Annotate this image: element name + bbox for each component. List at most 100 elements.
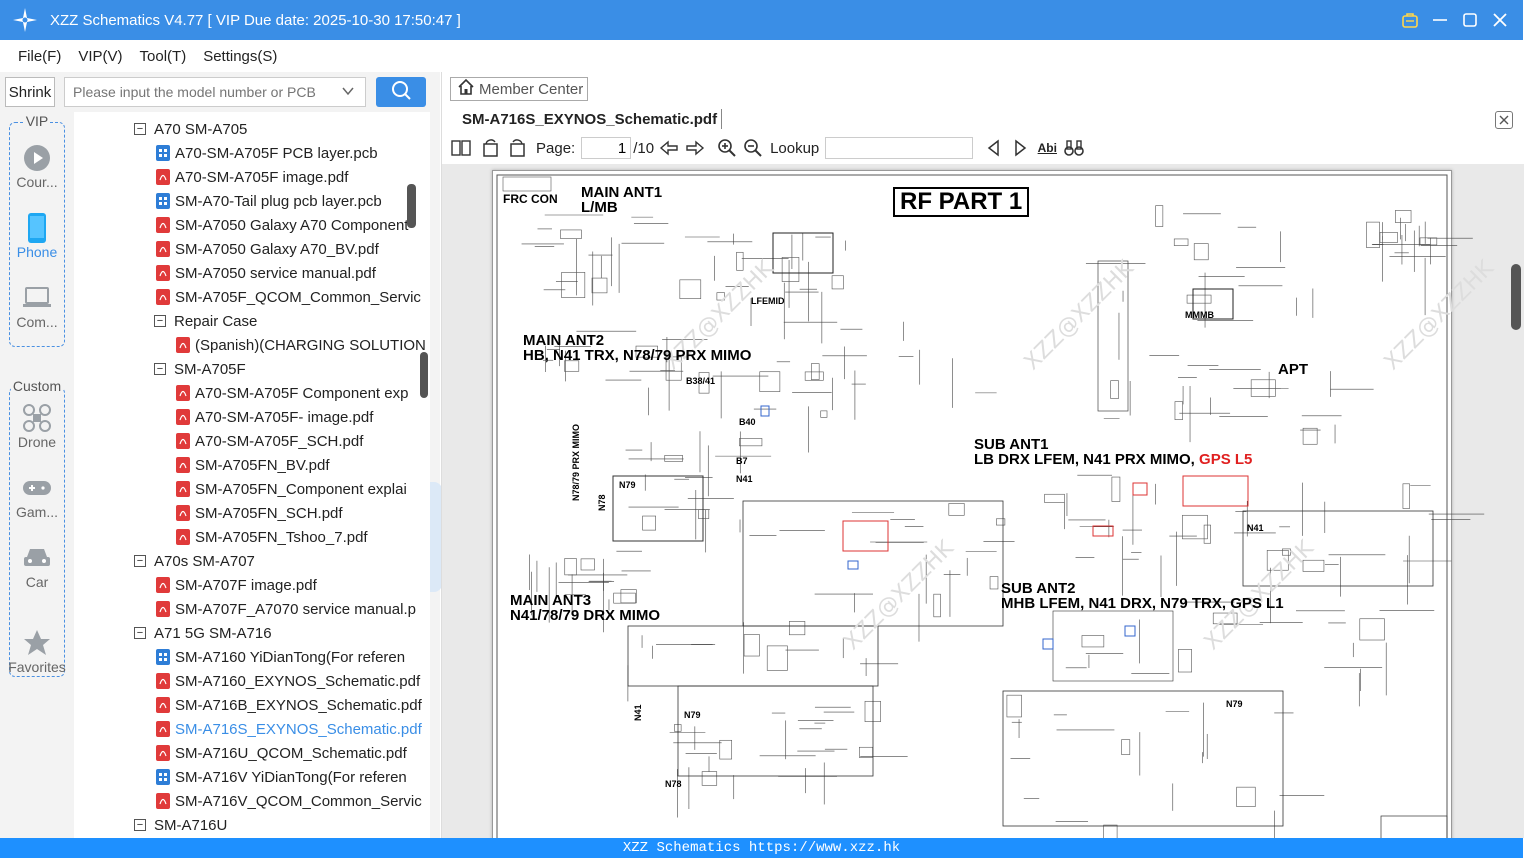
- tree-folder[interactable]: −Repair Case: [154, 309, 407, 333]
- tree-file[interactable]: SM-A707F_A7070 service manual.p: [156, 597, 416, 621]
- tree-file[interactable]: SM-A705FN_Component explai: [176, 477, 407, 501]
- two-page-icon[interactable]: [450, 137, 472, 159]
- tree-file[interactable]: A70-SM-A705F- image.pdf: [176, 405, 407, 429]
- label-n41-c: N41: [633, 704, 643, 721]
- minimize-button[interactable]: [1431, 11, 1449, 29]
- rail-item-courses[interactable]: Cour...: [0, 142, 74, 190]
- watermark-text: XZZ@XZZHK: [1020, 256, 1139, 375]
- tree-item-label: SM-A70-Tail plug pcb layer.pcb: [175, 192, 382, 210]
- tree-folder[interactable]: −SM-A716U: [134, 813, 407, 837]
- close-tab-icon[interactable]: [1495, 111, 1513, 129]
- tree-item-label: A70-SM-A705F- image.pdf: [195, 408, 374, 426]
- rotate-right-icon[interactable]: [506, 137, 528, 159]
- tree-file[interactable]: SM-A7050 service manual.pdf: [156, 261, 407, 285]
- tree-file[interactable]: SM-A7050 Galaxy A70 Component: [156, 213, 408, 237]
- panel-scrollbar[interactable]: [420, 352, 428, 398]
- play-icon: [0, 142, 74, 174]
- rail-item-computer[interactable]: Com...: [0, 282, 74, 330]
- tree-file[interactable]: SM-A716S_EXYNOS_Schematic.pdf: [156, 717, 422, 741]
- pdf-file-icon: [176, 529, 190, 545]
- label-sub-ant2-sub: MHB LFEM, N41 DRX, N79 TRX, GPS L1: [1001, 595, 1284, 612]
- zoom-out-icon[interactable]: [742, 137, 764, 159]
- label-sub-ant2: SUB ANT2: [1001, 580, 1076, 597]
- menu-file[interactable]: File(F): [18, 47, 62, 65]
- collapse-toggle-icon[interactable]: −: [134, 819, 146, 831]
- chevron-down-icon[interactable]: [341, 84, 355, 103]
- find-prev-icon[interactable]: [983, 137, 1005, 159]
- lookup-input[interactable]: [825, 137, 974, 159]
- collapse-toggle-icon[interactable]: −: [134, 627, 146, 639]
- pdf-file-icon: [156, 673, 170, 689]
- collapse-toggle-icon[interactable]: −: [134, 555, 146, 567]
- tree-file[interactable]: SM-A705F_QCOM_Common_Servic: [156, 285, 421, 309]
- tree-file[interactable]: SM-A716V YiDianTong(For referen: [156, 765, 407, 789]
- tree-folder[interactable]: −A70 SM-A705: [134, 117, 407, 141]
- search-box[interactable]: [64, 77, 366, 107]
- collapse-toggle-icon[interactable]: −: [154, 315, 166, 327]
- tree-folder[interactable]: −SM-A705F: [154, 357, 407, 381]
- tree-file[interactable]: SM-A7160_EXYNOS_Schematic.pdf: [156, 669, 420, 693]
- collapse-toggle-icon[interactable]: −: [154, 363, 166, 375]
- close-button[interactable]: [1491, 11, 1509, 29]
- tree-scrollbar[interactable]: [407, 184, 416, 228]
- search-input[interactable]: [73, 84, 338, 100]
- rotate-left-icon[interactable]: [480, 137, 502, 159]
- pdf-file-icon: [156, 217, 170, 233]
- tree-file[interactable]: SM-A70-Tail plug pcb layer.pcb: [156, 189, 407, 213]
- tree-file[interactable]: SM-A705FN_SCH.pdf: [176, 501, 407, 525]
- menu-settings[interactable]: Settings(S): [203, 47, 278, 65]
- tree-file[interactable]: A70-SM-A705F PCB layer.pcb: [156, 141, 407, 165]
- match-case-button[interactable]: Abi: [1037, 141, 1057, 155]
- tab-document[interactable]: SM-A716S_EXYNOS_Schematic.pdf: [462, 110, 718, 128]
- sub-ant1-text: LB DRX LFEM, N41 PRX MIMO,: [974, 451, 1195, 468]
- next-page-icon[interactable]: [684, 137, 706, 159]
- tree-file[interactable]: SM-A705FN_Tshoo_7.pdf: [176, 525, 407, 549]
- tree-file[interactable]: SM-A7050 Galaxy A70_BV.pdf: [156, 237, 407, 261]
- tree-file[interactable]: SM-A707F image.pdf: [156, 573, 407, 597]
- member-center-button[interactable]: Member Center: [450, 77, 588, 101]
- rail-item-game[interactable]: Gam...: [0, 472, 74, 520]
- tree-file[interactable]: SM-A716U_QCOM_Schematic.pdf: [156, 741, 407, 765]
- rail-item-car[interactable]: Car: [0, 542, 74, 590]
- pdf-file-icon: [156, 265, 170, 281]
- search-button[interactable]: [376, 77, 426, 107]
- phone-icon: [0, 212, 74, 244]
- tree-folder[interactable]: −A71 5G SM-A716: [134, 621, 407, 645]
- page-number-input[interactable]: [581, 137, 632, 159]
- rail-item-favorites[interactable]: Favorites: [0, 627, 74, 675]
- menu-vip[interactable]: VIP(V): [78, 47, 123, 65]
- tree-item-label: SM-A705FN_Tshoo_7.pdf: [195, 528, 368, 546]
- tree-file[interactable]: SM-A716B_EXYNOS_Schematic.pdf: [156, 693, 422, 717]
- tree-file[interactable]: SM-A7160 YiDianTong(For referen: [156, 645, 407, 669]
- panel-collapse-handle[interactable]: [430, 482, 442, 592]
- label-b3841: B38/41: [686, 376, 716, 386]
- tree-file[interactable]: SM-A716V_QCOM_Common_Servic: [156, 789, 422, 813]
- tree-item-label: SM-A716S_EXYNOS_Schematic.pdf: [175, 720, 422, 738]
- window-title: XZZ Schematics V4.77 [ VIP Due date: 202…: [50, 11, 461, 29]
- tree-file[interactable]: A70-SM-A705F image.pdf: [156, 165, 407, 189]
- binoculars-icon[interactable]: [1063, 137, 1085, 159]
- status-bar: XZZ Schematics https://www.xzz.hk: [0, 838, 1523, 858]
- collapse-toggle-icon[interactable]: −: [134, 123, 146, 135]
- zoom-in-icon[interactable]: [716, 137, 738, 159]
- tree-item-label: A71 5G SM-A716: [154, 624, 272, 642]
- vip-bag-icon[interactable]: [1401, 11, 1419, 29]
- shrink-button[interactable]: Shrink: [5, 77, 55, 107]
- tree-file[interactable]: A70-SM-A705F_SCH.pdf: [176, 429, 407, 453]
- tree-folder[interactable]: −A70s SM-A707: [134, 549, 407, 573]
- prev-page-icon[interactable]: [658, 137, 680, 159]
- custom-group-label: Custom: [10, 378, 64, 394]
- tree-file[interactable]: SM-A705FN_BV.pdf: [176, 453, 407, 477]
- tree-file[interactable]: A70-SM-A705F Component exp: [176, 381, 408, 405]
- tree-item-label: SM-A705F: [174, 360, 246, 378]
- find-next-icon[interactable]: [1009, 137, 1031, 159]
- menu-tool[interactable]: Tool(T): [139, 47, 187, 65]
- rail-item-phone[interactable]: Phone: [0, 212, 74, 260]
- viewer-scrollbar[interactable]: [1511, 264, 1521, 330]
- tree-file[interactable]: (Spanish)(CHARGING SOLUTION: [176, 333, 426, 357]
- rail-item-label: Phone: [16, 244, 58, 260]
- rail-item-drone[interactable]: Drone: [0, 402, 74, 450]
- maximize-button[interactable]: [1461, 11, 1479, 29]
